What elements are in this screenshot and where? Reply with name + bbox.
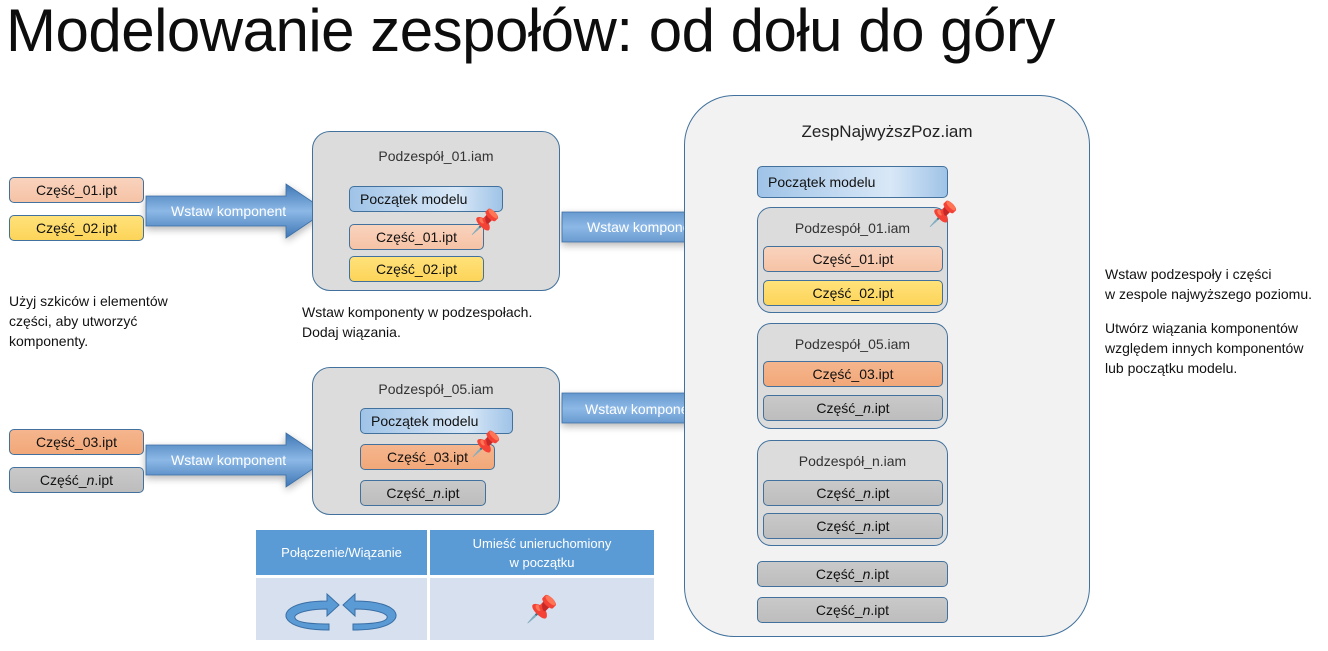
note-line: Wstaw komponenty w podzespołach. [302, 304, 533, 320]
pushpin-icon: 📌 [471, 431, 501, 458]
note-line: względem innych komponentów [1105, 340, 1304, 356]
legend-table: Połączenie/Wiązanie Umieść unieruchomion… [256, 530, 654, 640]
part-n: Część_n.ipt [360, 480, 486, 506]
legend-header-constraint: Połączenie/Wiązanie [256, 530, 427, 575]
part-n-suffix: .ipt [870, 518, 890, 534]
part-01: Część_01.ipt [763, 246, 943, 272]
subassembly-title: Podzespół_05.iam [378, 381, 494, 397]
subassembly-title: Podzespół_01.iam [794, 220, 911, 236]
part-n-italic: n [863, 400, 871, 416]
part-n: Część_n.ipt [757, 561, 948, 587]
part-n-suffix: .ipt [440, 485, 460, 501]
note-line: lub początku modelu. [1105, 360, 1238, 376]
constraint-arrows-icon [285, 592, 396, 631]
legend-cell-ground: 📌 [430, 578, 654, 640]
insert-arrow-label: Wstaw komponent [171, 203, 287, 219]
insert-arrow-label: Wstaw komponent [171, 452, 287, 468]
slide-title: Modelowanie zespołów: od dołu do góry [6, 0, 1055, 64]
part-n-prefix: Część_ [816, 400, 864, 416]
part-02: Część_02.ipt [9, 215, 144, 241]
part-n: Część_n.ipt [9, 467, 144, 493]
note-line: części, aby utworzyć [9, 313, 138, 329]
model-origin: Początek modelu [349, 186, 503, 212]
model-origin: Początek modelu [360, 408, 513, 434]
subassembly-title: Podzespół_05.iam [794, 336, 911, 352]
pushpin-icon: 📌 [525, 593, 559, 624]
part-n-italic: n [862, 566, 871, 582]
part-n-italic: n [862, 602, 871, 618]
part-n-suffix: .ipt [870, 400, 890, 416]
note-right: Wstaw podzespoły i części w zespole najw… [1105, 264, 1312, 378]
top-assembly-title: ZespNajwyższPoz.iam [801, 122, 973, 141]
note-middle: Wstaw komponenty w podzespołach. Dodaj w… [302, 302, 532, 342]
part-03: Część_03.ipt [360, 444, 495, 470]
note-line: Wstaw podzespoły i części [1105, 266, 1272, 282]
part-n-italic: n [863, 485, 871, 501]
part-01: Część_01.ipt [349, 224, 484, 250]
subassembly-title: Podzespół_01.iam [378, 148, 494, 164]
part-03: Część_03.ipt [763, 361, 943, 387]
part-n-italic: n [86, 472, 95, 488]
part-n-italic: n [863, 518, 871, 534]
part-n-prefix: Część_ [815, 602, 863, 618]
model-origin: Początek modelu [757, 166, 948, 198]
note-line: komponenty. [9, 333, 89, 349]
part-n: Część_n.ipt [763, 480, 943, 506]
note-line: Dodaj wiązania. [302, 324, 401, 340]
note-line: Użyj szkiców i elementów [9, 293, 168, 309]
part-03: Część_03.ipt [9, 429, 144, 455]
part-n: Część_n.ipt [763, 513, 943, 539]
part-n-italic: n [433, 485, 441, 501]
legend-cell-constraint [256, 578, 427, 640]
part-n-suffix: .ipt [870, 602, 890, 618]
part-n-suffix: .ipt [870, 485, 890, 501]
part-n-prefix: Część_ [815, 566, 863, 582]
part-n-suffix: .ipt [870, 566, 890, 582]
part-n: Część_n.ipt [757, 597, 948, 623]
part-n-prefix: Część_ [816, 485, 864, 501]
insert-arrow-2 [145, 432, 327, 488]
part-n-prefix: Część_ [386, 485, 434, 501]
insert-arrow-label: Wstaw komponent [587, 219, 703, 235]
part-n: Część_n.ipt [763, 395, 943, 421]
note-left: Użyj szkiców i elementów części, aby utw… [9, 291, 168, 351]
note-line: Utwórz wiązania komponentów [1105, 320, 1298, 336]
part-02: Część_02.ipt [763, 280, 943, 306]
subassembly-title: Podzespół_n.iam [798, 453, 907, 469]
part-n-suffix: .ipt [94, 472, 114, 488]
legend-header-ground: Umieść unieruchomiony w początku [430, 530, 654, 575]
insert-arrow-1 [145, 183, 327, 239]
insert-arrow-label: Wstaw komponent [585, 401, 701, 417]
legend-header-line: Umieść unieruchomiony [472, 535, 612, 551]
note-line: w zespole najwyższego poziomu. [1105, 286, 1312, 302]
part-n-prefix: Część_ [816, 518, 864, 534]
pushpin-icon: 📌 [470, 209, 500, 236]
legend-header-line: w początku [509, 554, 575, 570]
part-n-prefix: Część_ [39, 472, 87, 488]
part-01: Część_01.ipt [9, 177, 144, 203]
pushpin-icon: 📌 [928, 201, 958, 228]
part-02: Część_02.ipt [349, 256, 484, 282]
